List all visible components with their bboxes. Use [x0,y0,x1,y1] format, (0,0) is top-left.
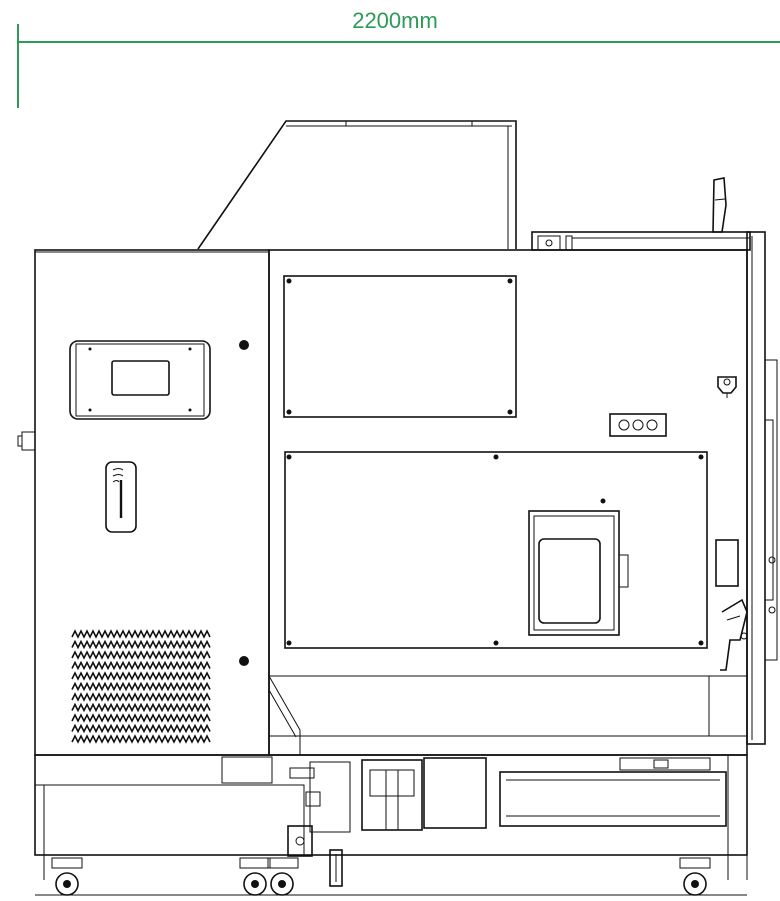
inspection-window [528,510,629,636]
vent-slat [71,734,211,744]
dimension-line [17,24,780,108]
caster-wheel [267,857,299,896]
vent-slat [71,713,211,723]
ventilation-grille [71,629,211,744]
door-screw-top [239,340,249,350]
indicator-lights [609,413,667,437]
vent-slat [71,660,211,671]
dimension-label: 2200mm [352,8,438,33]
door-screw-bottom [239,656,249,666]
side-fitting [17,431,36,451]
caster-wheel [679,857,711,896]
vent-slat [71,692,211,702]
vent-slat [71,629,211,639]
caster-wheel [51,857,83,896]
base-frame [34,754,748,896]
key-switch [717,376,737,398]
caster-wheel [239,857,271,896]
door-handle [105,461,137,533]
control-panel-screen [69,340,211,420]
vent-slat [71,639,211,650]
vent-slat [71,723,211,734]
hood-roof [197,120,517,250]
vent-slat [71,650,211,660]
top-rail [531,231,751,251]
vent-slat [71,681,211,692]
machine-enclosure [268,231,778,756]
lower-access-panel [284,451,708,649]
signal-tower [712,177,727,233]
side-latch [720,598,748,671]
vent-slat [71,702,211,713]
side-small-panel [715,539,739,587]
electrical-cabinet-door [34,249,270,756]
caster-wheels [51,857,711,896]
vent-slat [71,671,211,681]
upper-window-panel [283,275,517,418]
